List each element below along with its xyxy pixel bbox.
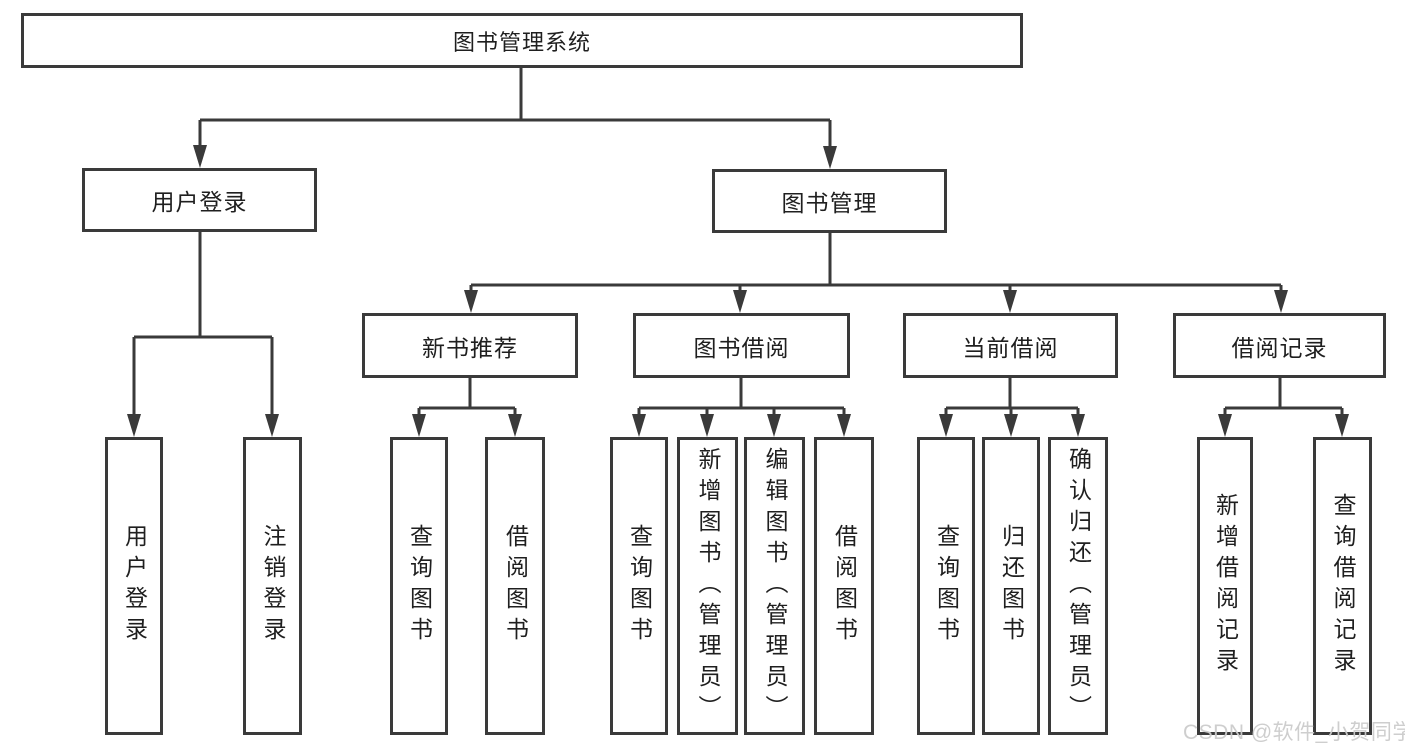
node-book-management: 图书管理: [712, 169, 947, 233]
arrowheads: [127, 145, 1349, 437]
node-borrow-records: 借阅记录: [1173, 313, 1386, 378]
connector-lines: [132, 68, 1344, 416]
node-book-borrow: 图书借阅: [633, 313, 850, 378]
leaf-query-borrow-record: 查询借阅记录: [1313, 437, 1372, 735]
leaf-edit-book-admin: 编辑图书（管理员）: [744, 437, 805, 735]
leaf-return-book: 归还图书: [982, 437, 1040, 735]
csdn-watermark: CSDN @软件_小贺同学: [1183, 721, 1405, 744]
leaf-user-login: 用户登录: [105, 437, 163, 735]
leaf-query-books-current: 查询图书: [917, 437, 975, 735]
leaf-query-books-recommend: 查询图书: [390, 437, 448, 735]
leaf-query-books-borrow: 查询图书: [610, 437, 668, 735]
node-new-book-recommend: 新书推荐: [362, 313, 578, 378]
leaf-borrow-books-recommend: 借阅图书: [485, 437, 545, 735]
leaf-borrow-books: 借阅图书: [814, 437, 874, 735]
node-current-borrow: 当前借阅: [903, 313, 1118, 378]
node-library-management-system: 图书管理系统: [21, 13, 1023, 68]
leaf-logout: 注销登录: [243, 437, 302, 735]
leaf-confirm-return-admin: 确认归还（管理员）: [1048, 437, 1108, 735]
leaf-add-book-admin: 新增图书（管理员）: [677, 437, 738, 735]
node-user-login: 用户登录: [82, 168, 317, 232]
leaf-add-borrow-record: 新增借阅记录: [1197, 437, 1253, 735]
